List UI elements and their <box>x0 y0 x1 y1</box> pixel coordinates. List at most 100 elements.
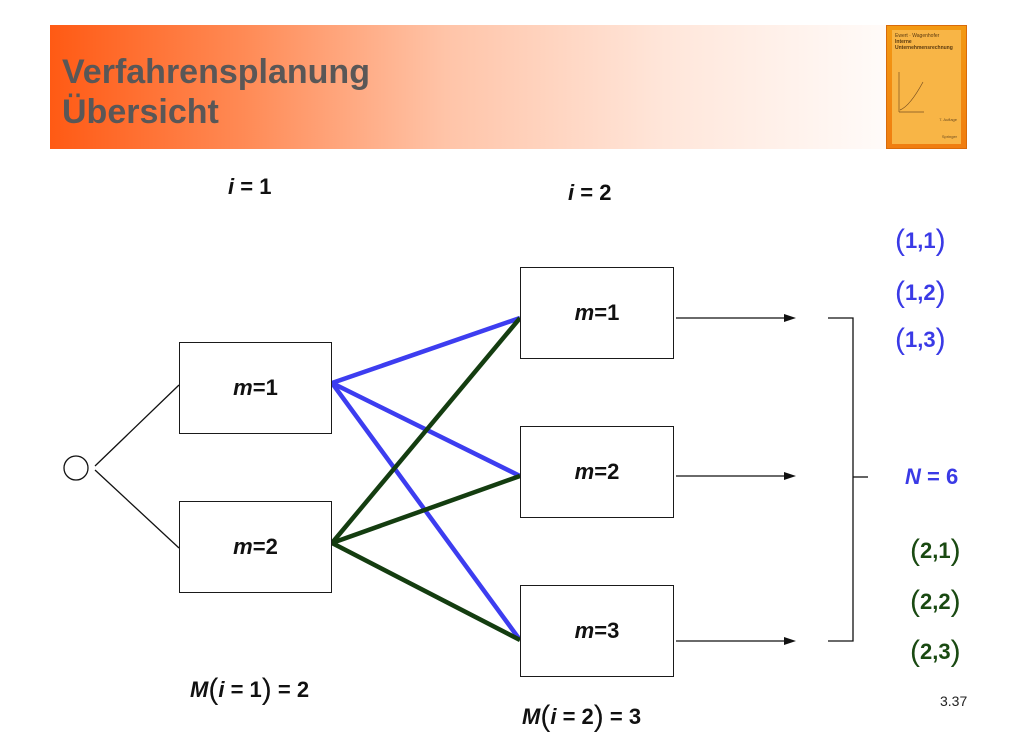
stage-1-var: i <box>228 174 235 199</box>
edge-2-3 <box>330 541 522 642</box>
node-var: m <box>574 459 595 484</box>
count-var: i <box>218 677 225 702</box>
paren-open: ( <box>910 635 920 668</box>
stage-2-op: = <box>574 180 600 205</box>
stage-2-node-3: m = 3 <box>520 585 674 677</box>
pair-text: 1,3 <box>905 327 936 352</box>
paren-close: ) <box>935 224 946 257</box>
stage-1-value: 1 <box>259 174 272 199</box>
total-combinations: N = 6 <box>905 464 958 490</box>
count-M: M <box>522 704 541 729</box>
output-arrow-2 <box>676 472 796 480</box>
stage-2-node-1: m = 1 <box>520 267 674 359</box>
node-value: 3 <box>607 618 620 643</box>
book-edition: 7. Auflage <box>939 117 957 122</box>
output-arrow-3 <box>676 637 796 645</box>
pair-1-3: (1,3) <box>895 323 946 357</box>
title-line-2: Übersicht <box>62 93 219 131</box>
node-value: 1 <box>265 375 278 400</box>
count-val: 1 <box>249 677 262 702</box>
total-value: 6 <box>945 464 959 489</box>
node-op: = <box>252 534 266 559</box>
book-authors: Ewert · Wagenhofer <box>895 33 940 39</box>
count-op: = <box>556 704 582 729</box>
count-stage-1: M(i = 1) = 2 <box>190 673 309 707</box>
paren-open: ( <box>895 224 905 257</box>
book-cover-graph <box>898 72 924 113</box>
node-var: m <box>574 618 595 643</box>
pair-text: 1,1 <box>905 228 936 253</box>
node-op: = <box>252 375 266 400</box>
stage-1-node-1: m = 1 <box>179 342 332 434</box>
paren-open: ( <box>540 700 551 733</box>
paren-open: ( <box>895 323 905 356</box>
book-title-line-2: Unternehmensrechnung <box>895 45 953 51</box>
node-var: m <box>233 375 253 400</box>
paren-close: ) <box>950 585 961 618</box>
pair-text: 1,2 <box>905 280 936 305</box>
paren-open: ( <box>910 585 920 618</box>
slide-title: Verfahrensplanung Übersicht <box>62 52 370 132</box>
root-edge-to-m2 <box>94 469 180 549</box>
count-stage-2: M(i = 2) = 3 <box>522 700 641 734</box>
paren-open: ( <box>208 673 219 706</box>
edge-2-1 <box>330 316 522 545</box>
node-op: = <box>594 618 608 643</box>
stage-2-node-2: m = 2 <box>520 426 674 518</box>
paren-close: ) <box>935 323 946 356</box>
pair-2-3: (2,3) <box>910 635 961 669</box>
node-var: m <box>233 534 253 559</box>
node-value: 2 <box>607 459 620 484</box>
pair-1-1: (1,1) <box>895 224 946 258</box>
stage-2-value: 2 <box>599 180 612 205</box>
summary-bracket <box>828 317 854 642</box>
pair-text: 2,2 <box>920 589 951 614</box>
total-op: = <box>920 464 946 489</box>
count-val: 2 <box>581 704 594 729</box>
total-var: N <box>905 464 921 489</box>
root-edge-to-m1 <box>94 384 180 467</box>
stage-2-label: i = 2 <box>568 180 611 206</box>
book-cover-text: Ewert · Wagenhofer Interne Unternehmensr… <box>895 33 953 51</box>
paren-close: ) <box>593 700 604 733</box>
title-banner <box>50 25 930 149</box>
book-publisher: Springer <box>941 134 957 139</box>
count-result: 3 <box>628 704 642 729</box>
node-op: = <box>594 459 608 484</box>
count-op: = <box>224 677 250 702</box>
node-value: 2 <box>265 534 278 559</box>
stage-2-var: i <box>568 180 575 205</box>
pair-2-2: (2,2) <box>910 585 961 619</box>
stage-1-label: i = 1 <box>228 174 271 200</box>
node-value: 1 <box>607 300 620 325</box>
book-cover-image: Ewert · Wagenhofer Interne Unternehmensr… <box>886 25 967 149</box>
paren-open: ( <box>910 534 920 567</box>
count-M: M <box>190 677 209 702</box>
pair-text: 2,3 <box>920 639 951 664</box>
edge-1-1 <box>331 315 521 386</box>
count-eq: = <box>603 704 629 729</box>
pair-2-1: (2,1) <box>910 534 961 568</box>
node-op: = <box>594 300 608 325</box>
output-arrow-1 <box>676 314 796 322</box>
node-var: m <box>574 300 595 325</box>
count-eq: = <box>271 677 297 702</box>
paren-open: ( <box>895 276 905 309</box>
stage-1-node-2: m = 2 <box>179 501 332 593</box>
paren-close: ) <box>261 673 272 706</box>
paren-close: ) <box>950 635 961 668</box>
title-line-1: Verfahrensplanung <box>62 53 370 91</box>
edge-2-2 <box>331 473 521 546</box>
pair-text: 2,1 <box>920 538 951 563</box>
pair-1-2: (1,2) <box>895 276 946 310</box>
book-title-line-1: Interne <box>895 39 912 45</box>
count-result: 2 <box>296 677 310 702</box>
stage-1-op: = <box>234 174 260 199</box>
page-number: 3.37 <box>940 693 968 709</box>
paren-close: ) <box>950 534 961 567</box>
root-node <box>63 455 89 481</box>
count-var: i <box>550 704 557 729</box>
book-cover-face: Ewert · Wagenhofer Interne Unternehmensr… <box>892 30 961 144</box>
paren-close: ) <box>935 276 946 309</box>
